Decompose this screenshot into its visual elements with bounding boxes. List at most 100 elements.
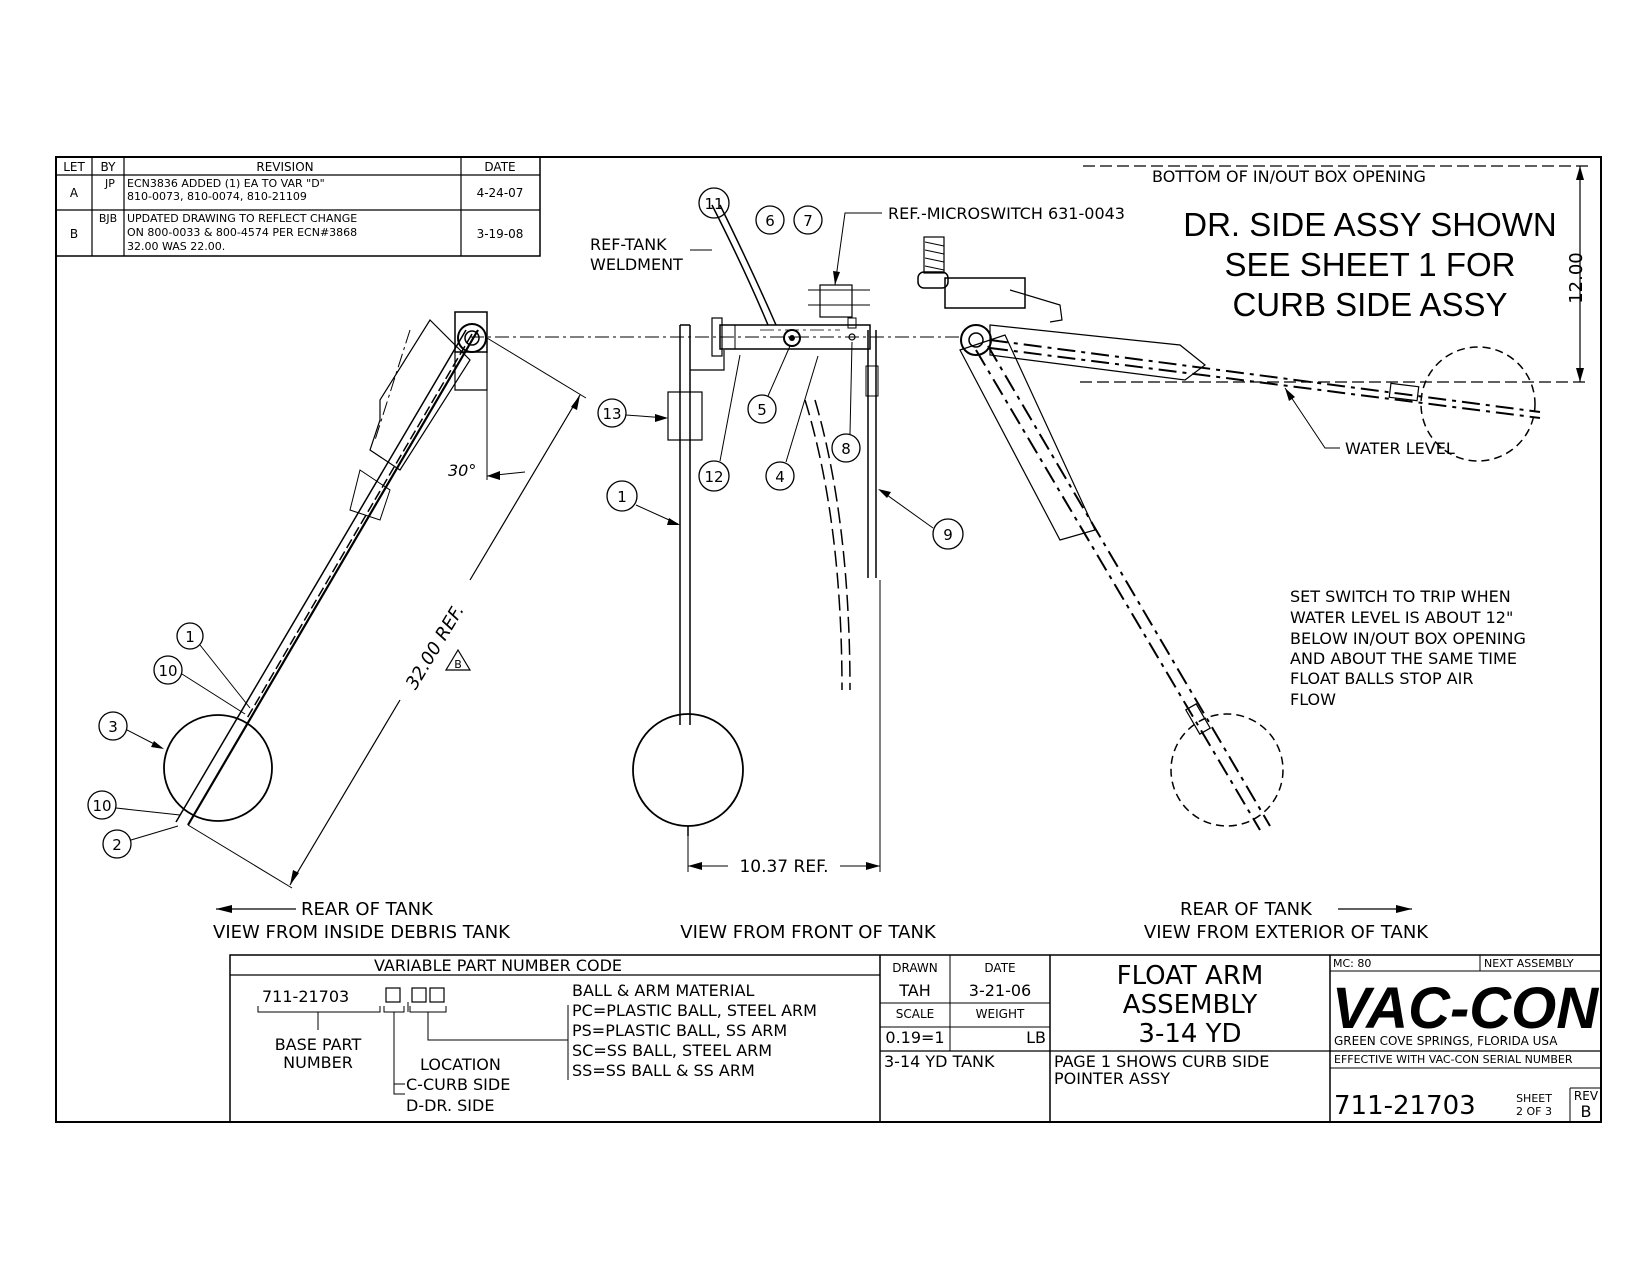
material-title: BALL & ARM MATERIAL [572,981,755,1000]
balloon-2: 2 [112,836,122,854]
ref-tank-label-1: REF-TANK [590,235,667,254]
note-line-3: BELOW IN/OUT BOX OPENING [1290,629,1526,648]
rev-label: REV [1574,1089,1599,1103]
dim-1037-label: 10.37 REF. [739,857,828,877]
page-note-line-2: POINTER ASSY [1054,1069,1170,1088]
balloon-13: 13 [602,405,621,423]
title-line-2: ASSEMBLY [1123,990,1258,1020]
balloon-12: 12 [704,468,723,486]
center-view-float-arm: 10.37 REF. REF-TANK WELDMENT REF.-MICROS… [590,204,1125,877]
left-view-float-arm: 30° 32.00 REF. B [163,311,960,889]
ref-tank-label-2: WELDMENT [590,255,683,274]
mc-label: MC: 80 [1333,957,1371,970]
scale-label: SCALE [896,1007,934,1021]
rev-b-date: 3-19-08 [477,227,524,241]
date-label: DATE [984,961,1015,975]
effective-serial: EFFECTIVE WITH VAC-CON SERIAL NUMBER [1334,1053,1573,1066]
rev-b-line1: UPDATED DRAWING TO REFLECT CHANGE [127,212,357,225]
balloon-10-lower: 10 [92,797,111,815]
next-assembly-label: NEXT ASSEMBLY [1484,957,1574,970]
sheet-value: 2 OF 3 [1516,1105,1552,1118]
company-location: GREEN COVE SPRINGS, FLORIDA USA [1334,1034,1558,1048]
drawn-label: DRAWN [892,961,938,975]
balloon-7: 7 [803,212,813,230]
vac-con-logo: VAC-CON [1332,976,1599,1041]
balloon-4: 4 [775,468,785,486]
location-title: LOCATION [420,1055,501,1074]
box-opening-reference: BOTTOM OF IN/OUT BOX OPENING 12.00 [1080,165,1590,383]
note-line-6: FLOW [1290,690,1336,709]
dim-12-label: 12.00 [1566,252,1587,304]
balloon-11: 11 [704,195,723,213]
dim-32-label: 32.00 REF. [402,601,469,693]
bottom-opening-label: BOTTOM OF IN/OUT BOX OPENING [1152,167,1426,186]
note-line-5: FLOAT BALLS STOP AIR [1290,669,1473,688]
right-view-float-arm: WATER LEVEL [917,236,1541,831]
rev-b-by: BJB [99,212,117,225]
balloon-6: 6 [765,212,775,230]
base-part-number: 711-21703 [262,987,349,1006]
headline-line-1: DR. SIDE ASSY SHOWN [1183,206,1556,243]
material-option-pc: PC=PLASTIC BALL, STEEL ARM [572,1001,817,1020]
drawing-part-number: 711-21703 [1334,1091,1476,1121]
balloon-1-center: 1 [617,488,627,506]
rear-of-tank-left: REAR OF TANK [301,899,434,920]
scale-value: 0.19=1 [885,1028,944,1047]
sheet-label: SHEET [1516,1092,1552,1105]
view-captions: REAR OF TANK VIEW FROM INSIDE DEBRIS TAN… [213,899,1429,943]
rev-a-date: 4-24-07 [477,186,524,200]
rev-header-let: LET [63,160,85,174]
rev-a-line1: ECN3836 ADDED (1) EA TO VAR "D" [127,177,325,190]
weight-label: WEIGHT [976,1007,1025,1021]
rev-value: B [1581,1102,1592,1121]
balloon-9: 9 [943,526,953,544]
tank-size: 3-14 YD TANK [884,1052,995,1071]
rev-a-let: A [70,186,79,200]
rev-a-line2: 810-0073, 810-0074, 810-21109 [127,190,307,203]
rev-marker: B [454,658,462,671]
rev-header-by: BY [101,160,117,174]
title-line-3: 3-14 YD [1138,1019,1241,1049]
weight-unit: LB [1026,1028,1046,1047]
note-line-2: WATER LEVEL IS ABOUT 12" [1290,608,1513,627]
rev-a-by: JP [104,177,115,190]
balloon-1-left: 1 [185,628,195,646]
base-part-label-2: NUMBER [283,1053,353,1072]
view-exterior-caption: VIEW FROM EXTERIOR OF TANK [1144,922,1429,943]
base-part-label-1: BASE PART [275,1035,362,1054]
switch-note: SET SWITCH TO TRIP WHEN WATER LEVEL IS A… [1290,587,1526,709]
rev-b-line2: ON 800-0033 & 800-4574 PER ECN#3868 [127,226,357,239]
rev-b-let: B [70,227,78,241]
view-inside-caption: VIEW FROM INSIDE DEBRIS TANK [213,922,511,943]
title-block: VARIABLE PART NUMBER CODE 711-21703 BASE… [229,954,1602,1123]
revision-table: LET BY REVISION DATE A JP ECN3836 ADDED … [55,156,541,257]
balloon-5: 5 [757,401,767,419]
rear-of-tank-right: REAR OF TANK [1180,899,1313,920]
balloon-3: 3 [108,718,118,736]
balloon-10-upper: 10 [158,662,177,680]
view-front-caption: VIEW FROM FRONT OF TANK [680,922,937,943]
note-line-1: SET SWITCH TO TRIP WHEN [1290,587,1511,606]
headline-line-2: SEE SHEET 1 FOR [1225,246,1516,283]
balloon-8: 8 [841,440,851,458]
headline-note: DR. SIDE ASSY SHOWN SEE SHEET 1 FOR CURB… [1183,206,1556,323]
material-option-ps: PS=PLASTIC BALL, SS ARM [572,1021,787,1040]
location-option-d: D-DR. SIDE [406,1096,494,1115]
note-line-4: AND ABOUT THE SAME TIME [1290,649,1517,668]
item-balloons: 1 10 3 10 2 11 6 7 13 5 12 4 8 [87,187,964,859]
page-note-line-1: PAGE 1 SHOWS CURB SIDE [1054,1052,1269,1071]
location-option-c: C-CURB SIDE [406,1075,510,1094]
angle-label: 30° [448,461,476,480]
title-line-1: FLOAT ARM [1117,961,1264,991]
material-option-ss: SS=SS BALL & SS ARM [572,1061,755,1080]
headline-line-3: CURB SIDE ASSY [1232,286,1507,323]
rev-b-line3: 32.00 WAS 22.00. [127,240,225,253]
water-level-label: WATER LEVEL [1345,439,1455,458]
microswitch-label: REF.-MICROSWITCH 631-0043 [888,204,1125,223]
drawn-value: TAH [898,981,931,1000]
date-value: 3-21-06 [969,981,1031,1000]
rev-header-date: DATE [484,160,515,174]
rev-header-revision: REVISION [256,160,313,174]
material-option-sc: SC=SS BALL, STEEL ARM [572,1041,772,1060]
